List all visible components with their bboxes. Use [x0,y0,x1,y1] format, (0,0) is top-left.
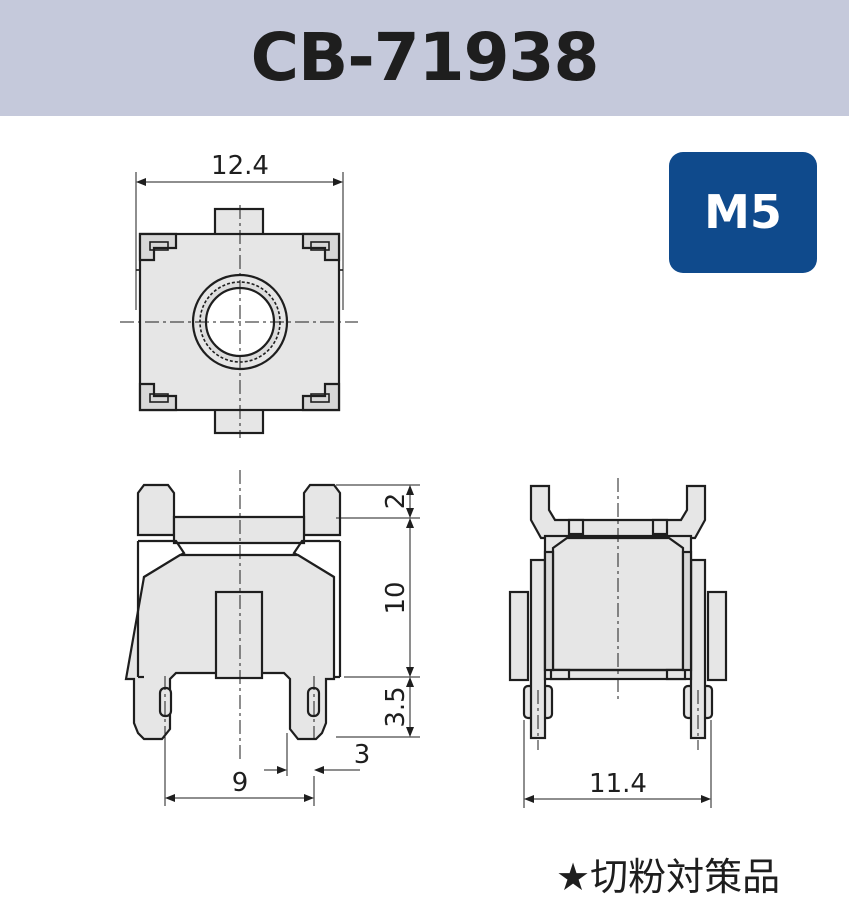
dim-leg-spacing [164,740,315,806]
front-view [124,483,342,741]
top-view-corner-tr [301,232,341,262]
top-view-centerlines [120,205,358,438]
size-badge: M5 [669,152,817,273]
front-view-bridge [172,515,306,545]
front-view-slot [214,590,264,680]
side-view-leg-left [529,558,547,740]
side-view-centerlines [537,478,699,750]
top-view-corner-bl [138,382,178,412]
title-banner: CB-71938 [0,0,849,116]
front-view-tab-left [136,483,176,537]
dim-top-width: 12.4 [135,151,344,310]
front-view-tab-right [302,483,342,537]
product-code-title: CB-71938 [250,19,600,96]
front-view-centerlines [164,470,315,760]
side-view-leg-right [689,558,707,740]
chip-countermeasure-note: ★切粉対策品 [556,855,781,899]
dim-leg-height-label: 3.5 [381,686,411,727]
top-view-tab-bottom [213,406,265,435]
side-view-flange-left [508,590,530,682]
dim-leg-width-label: 3 [354,740,371,770]
dim-body-height-label: 10 [381,581,411,614]
dim-tab-height-label: 2 [381,493,411,510]
top-view-tab-top [213,207,265,238]
top-view-corner-br [301,382,341,412]
size-badge-label: M5 [704,185,782,239]
dim-top-width-label: 12.4 [211,151,269,181]
dim-leg-width [264,733,360,776]
top-view-corner-tl [138,232,178,262]
dim-leg-spacing-label: 9 [232,768,249,798]
side-view-flange-right [706,590,728,682]
dim-side-width [523,720,712,808]
dim-side-width-label: 11.4 [589,769,647,799]
dim-front-vertical [336,484,420,738]
